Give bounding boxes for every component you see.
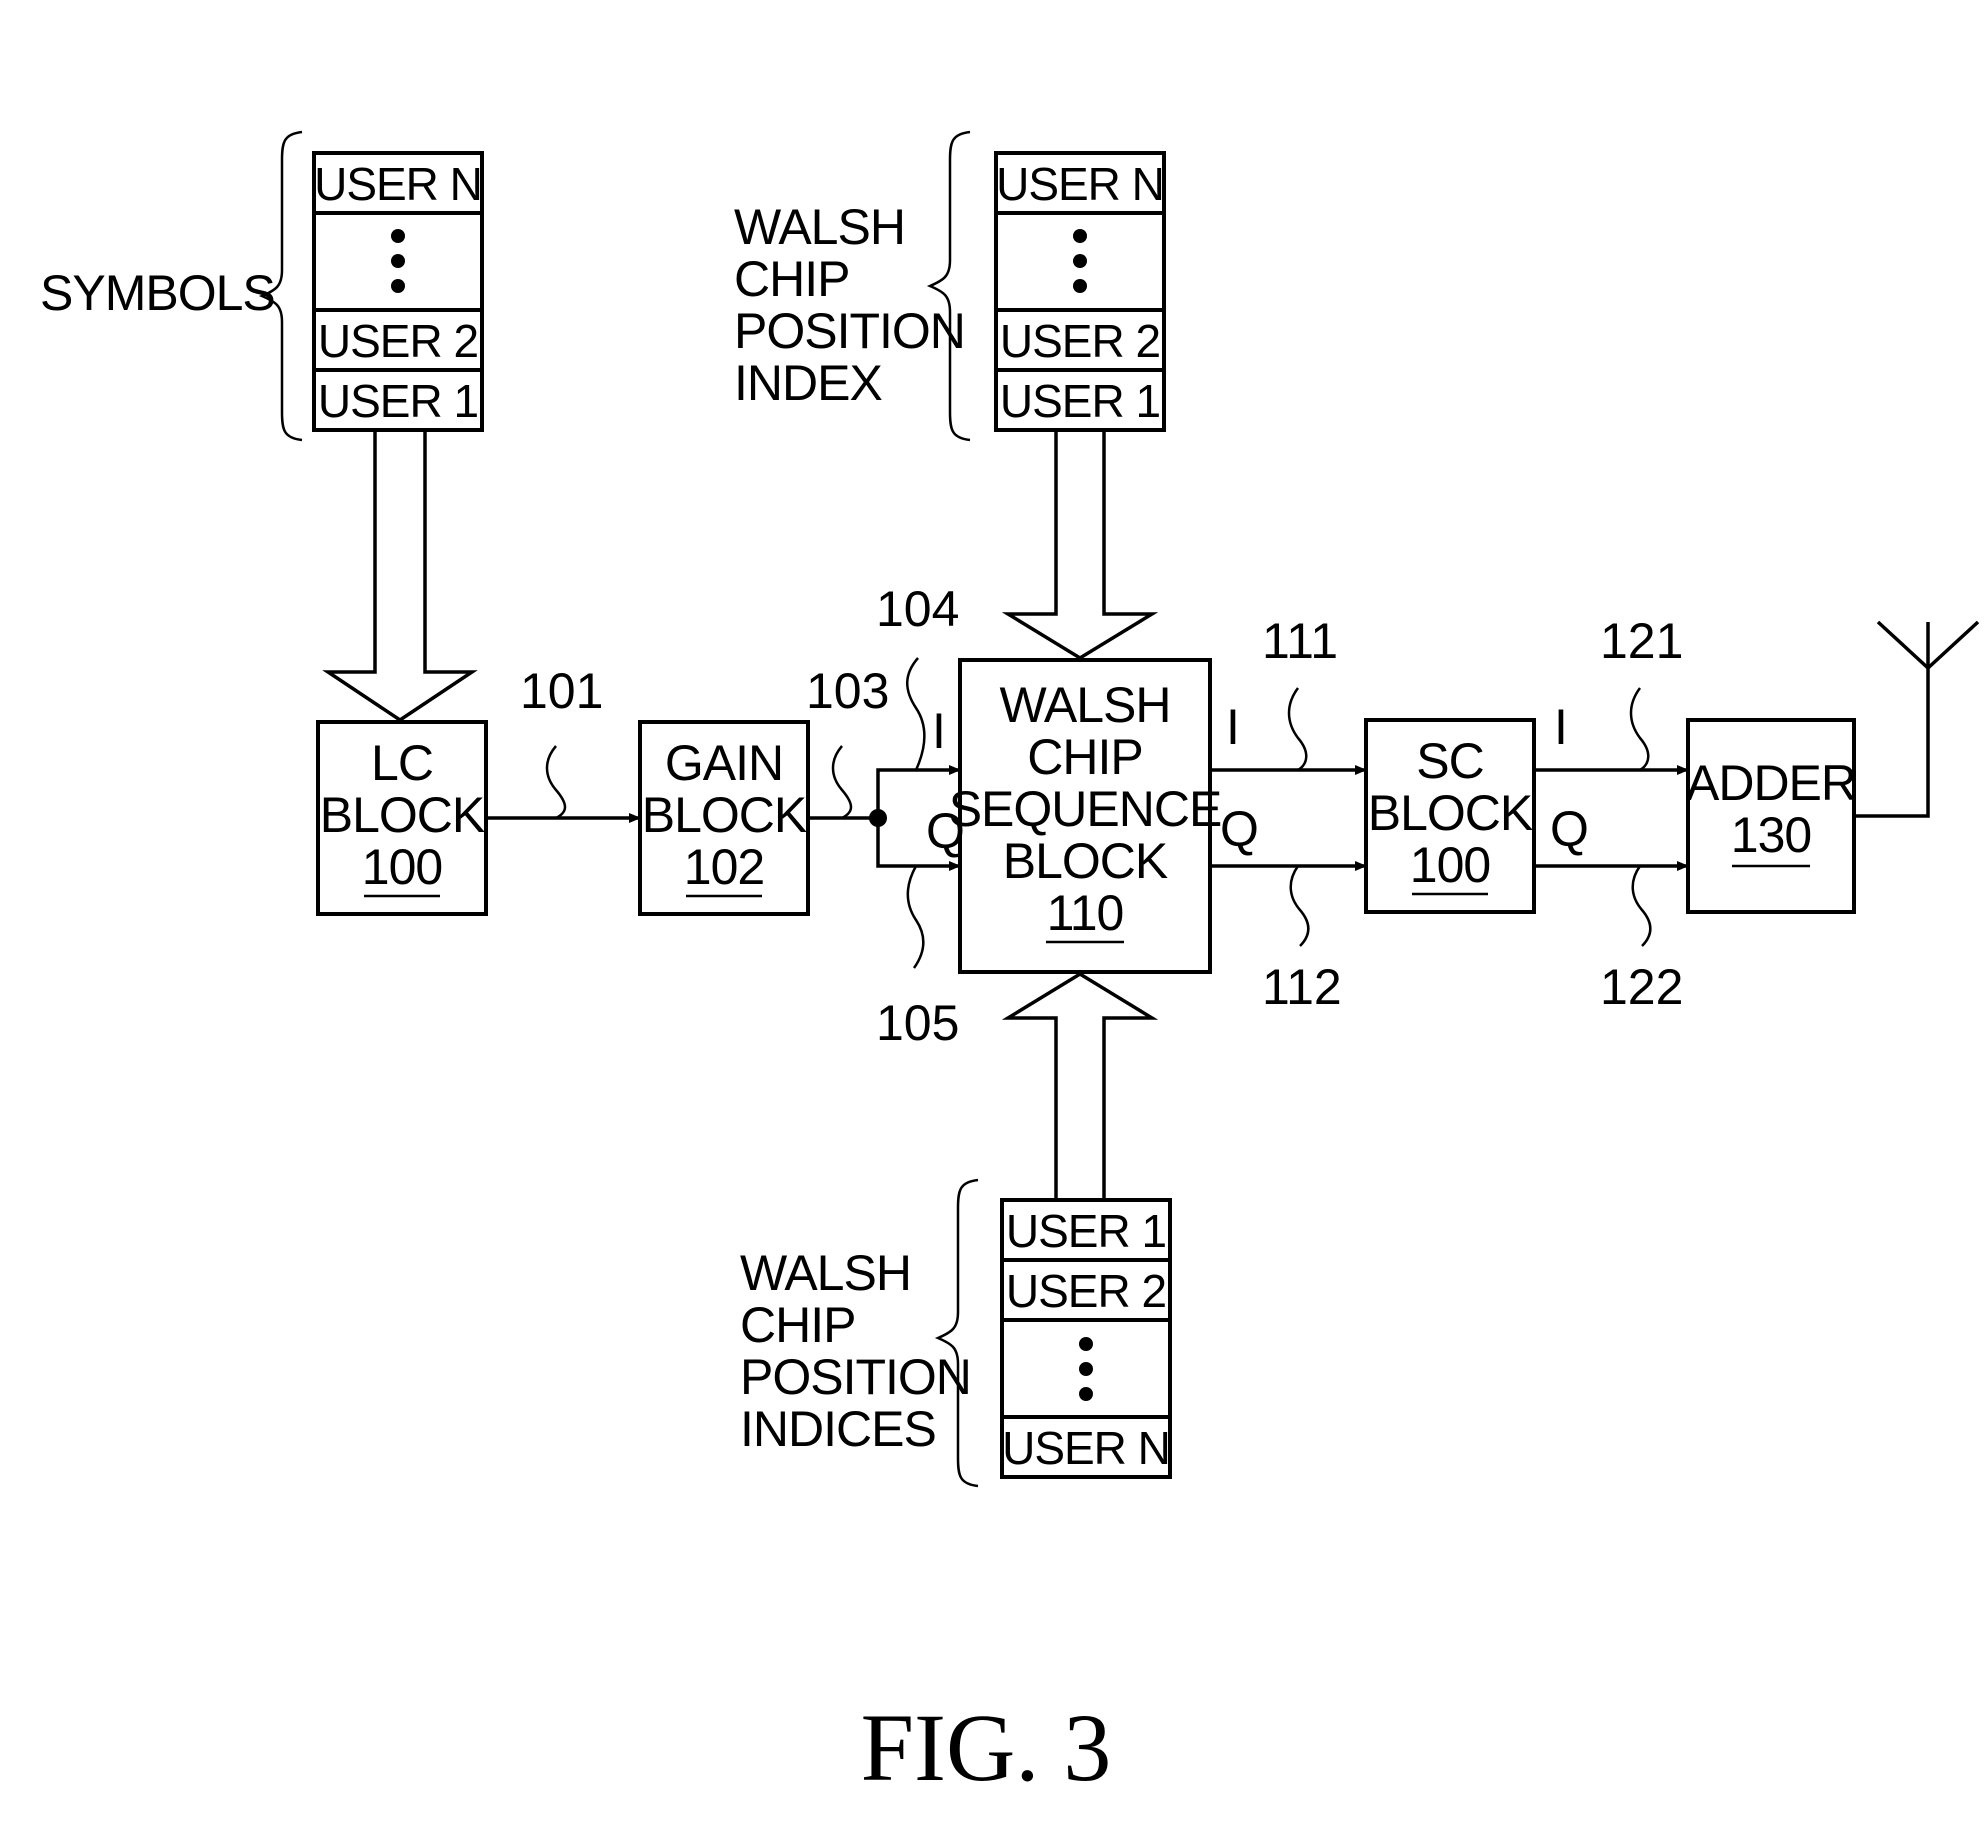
symbols-cell-user-1 xyxy=(312,368,484,432)
label-i-mid: I xyxy=(1226,699,1239,755)
ref-105: 105 xyxy=(876,995,959,1051)
svg-text:CHIP: CHIP xyxy=(740,1297,855,1353)
ref-103: 103 xyxy=(806,663,889,719)
label-i-out: I xyxy=(1554,699,1567,755)
leader-101 xyxy=(545,745,567,820)
symbols-label: SYMBOLS xyxy=(40,265,275,321)
leader-111 xyxy=(1287,687,1308,772)
svg-text:ADDER: ADDER xyxy=(1686,755,1856,811)
line-105-q xyxy=(876,818,961,871)
walsh-block-ref: 110 xyxy=(1047,885,1124,941)
adder-block: ADDER 130 xyxy=(1686,718,1857,914)
svg-text:WALSH: WALSH xyxy=(740,1245,911,1301)
svg-text:GAIN: GAIN xyxy=(665,735,783,791)
symbols-stack: SYMBOLS USER N USER 2 USER 1 xyxy=(40,130,484,442)
svg-text:LC: LC xyxy=(371,735,433,791)
walsh-index-cell-user-2 xyxy=(994,308,1166,372)
ref-122: 122 xyxy=(1600,959,1683,1015)
walsh-index-stack: WALSH CHIP POSITION INDEX USER N USER 2 … xyxy=(734,130,1166,442)
label-q-in: Q xyxy=(926,803,964,859)
svg-text:BLOCK: BLOCK xyxy=(320,787,485,843)
walsh-indices-ellipsis-dots xyxy=(1079,1337,1093,1401)
walsh-index-user-1: USER 1 xyxy=(1000,375,1160,427)
walsh-index-user-2: USER 2 xyxy=(1000,315,1160,367)
walsh-indices-bus-arrow xyxy=(1001,971,1159,1200)
gain-block: GAIN BLOCK 102 xyxy=(638,720,810,916)
sc-block: SC BLOCK 100 xyxy=(1364,718,1536,914)
sc-block-ref: 100 xyxy=(1410,837,1490,893)
ref-111: 111 xyxy=(1262,613,1338,669)
leader-103 xyxy=(831,745,853,820)
lc-block-ref: 100 xyxy=(362,839,442,895)
label-i-in: I xyxy=(932,703,945,759)
symbols-brace xyxy=(258,130,303,442)
label-q-mid: Q xyxy=(1220,801,1258,857)
ref-101: 101 xyxy=(520,663,603,719)
ref-112: 112 xyxy=(1262,959,1342,1015)
walsh-index-bus-arrow xyxy=(1001,432,1159,661)
symbols-ellipsis-dots xyxy=(391,229,405,293)
svg-text:SC: SC xyxy=(1416,733,1483,789)
lc-block: LC BLOCK 100 xyxy=(316,720,488,916)
symbols-bus-arrow xyxy=(322,432,478,723)
symbols-user-2: USER 2 xyxy=(318,315,478,367)
antenna-icon xyxy=(1854,620,1980,818)
leader-122 xyxy=(1631,865,1652,947)
walsh-indices-cell-user-2 xyxy=(1000,1258,1172,1322)
line-104-i xyxy=(876,765,961,818)
symbols-user-1: USER 1 xyxy=(318,375,478,427)
walsh-indices-user-2: USER 2 xyxy=(1006,1265,1166,1317)
walsh-indices-cell-user-n xyxy=(1000,1415,1172,1479)
svg-text:INDEX: INDEX xyxy=(734,355,882,411)
walsh-index-cell-user-n xyxy=(994,151,1166,215)
svg-text:CHIP: CHIP xyxy=(1027,729,1142,785)
walsh-index-label: WALSH CHIP POSITION INDEX xyxy=(734,199,966,411)
symbols-user-n: USER N xyxy=(314,158,482,210)
walsh-indices-user-n: USER N xyxy=(1002,1422,1170,1474)
svg-text:BLOCK: BLOCK xyxy=(1003,833,1168,889)
ref-121: 121 xyxy=(1600,613,1683,669)
gain-block-ref: 102 xyxy=(684,839,764,895)
svg-text:WALSH: WALSH xyxy=(734,199,905,255)
walsh-chip-sequence-block: WALSH CHIP SEQUENCE BLOCK 110 xyxy=(949,658,1222,974)
walsh-indices-brace xyxy=(934,1178,979,1488)
walsh-index-ellipsis-dots xyxy=(1073,229,1087,293)
svg-text:POSITION: POSITION xyxy=(734,303,965,359)
svg-text:BLOCK: BLOCK xyxy=(642,787,807,843)
svg-text:BLOCK: BLOCK xyxy=(1368,785,1533,841)
label-q-out: Q xyxy=(1550,801,1588,857)
walsh-indices-user-1: USER 1 xyxy=(1006,1205,1166,1257)
svg-text:SEQUENCE: SEQUENCE xyxy=(949,781,1222,837)
leader-121 xyxy=(1629,687,1650,772)
walsh-indices-label: WALSH CHIP POSITION INDICES xyxy=(740,1245,972,1457)
ref-104: 104 xyxy=(876,581,959,637)
walsh-index-cell-user-1 xyxy=(994,368,1166,432)
walsh-index-user-n: USER N xyxy=(996,158,1164,210)
adder-block-ref: 130 xyxy=(1731,807,1811,863)
leader-112 xyxy=(1289,865,1310,947)
leader-105 xyxy=(906,865,925,969)
svg-text:WALSH: WALSH xyxy=(1000,677,1171,733)
figure-caption: FIG. 3 xyxy=(861,1694,1112,1801)
leader-104 xyxy=(906,657,926,771)
svg-text:CHIP: CHIP xyxy=(734,251,849,307)
svg-text:INDICES: INDICES xyxy=(740,1401,936,1457)
walsh-index-brace xyxy=(926,130,971,442)
walsh-indices-cell-user-1 xyxy=(1000,1198,1172,1262)
walsh-indices-stack: WALSH CHIP POSITION INDICES USER 1 USER … xyxy=(740,1178,1172,1488)
svg-text:POSITION: POSITION xyxy=(740,1349,971,1405)
